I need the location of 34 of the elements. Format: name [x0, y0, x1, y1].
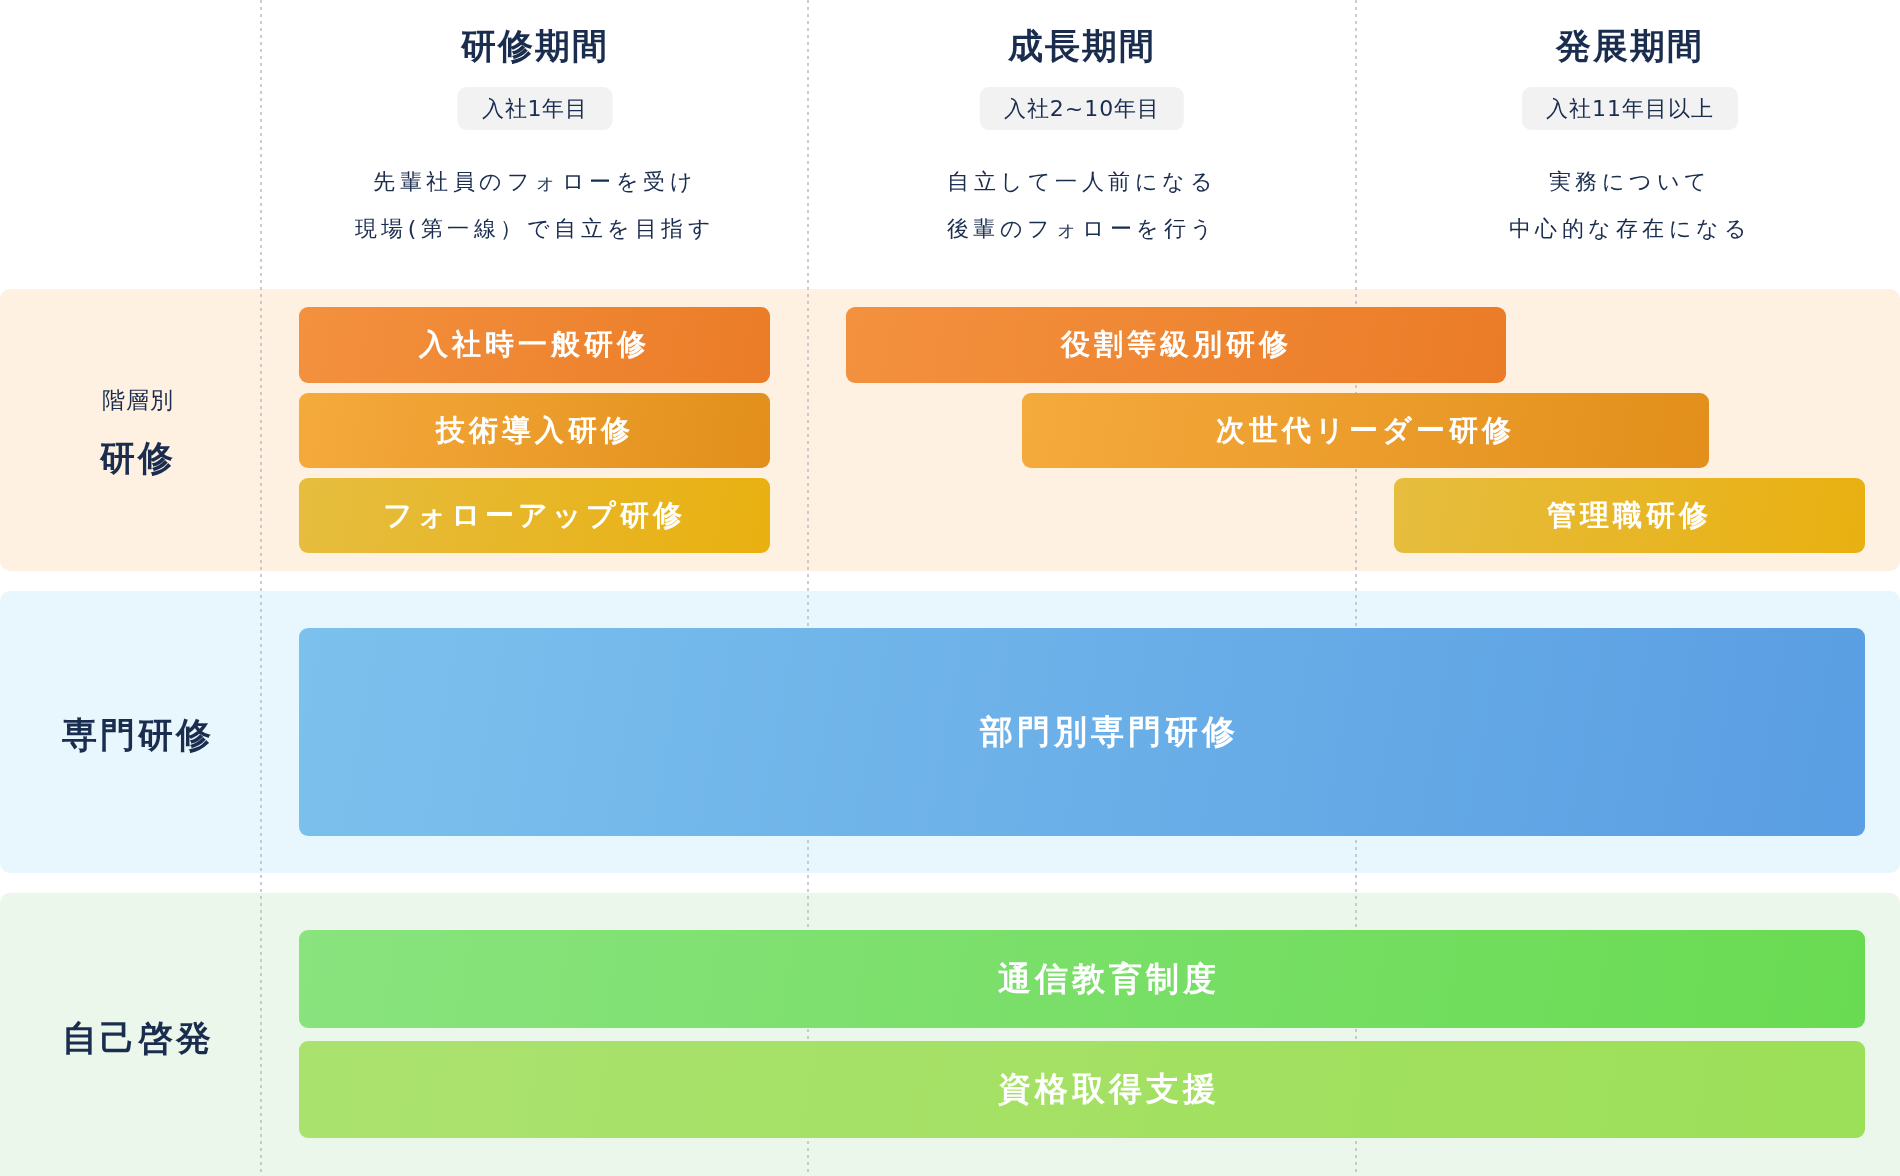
training-name: 役割等級別研修: [1060, 326, 1292, 363]
training-bar: [299, 307, 770, 383]
category-band: [0, 893, 1900, 1176]
category-label: 研修: [100, 437, 176, 480]
training-name: フォローアップ研修: [383, 496, 686, 534]
training-bar: [299, 1041, 1865, 1138]
years-badge: 入社2~10年目: [979, 87, 1185, 130]
training-name: 次世代リーダー研修: [1216, 411, 1515, 449]
period-description: 先輩社員のフォローを受け現場(第一線）で自立を目指す: [354, 168, 716, 243]
years-badge: 入社1年目: [457, 87, 613, 130]
category-label: 階層別: [102, 386, 174, 415]
training-bar: [299, 478, 770, 553]
training-bar: [299, 930, 1865, 1028]
training-bar: [299, 393, 770, 468]
training-name: 入社時一般研修: [419, 326, 650, 363]
training-bar: [846, 307, 1506, 383]
training-name: 管理職研修: [1547, 496, 1712, 534]
period-title: 成長期間: [1008, 25, 1156, 68]
years-badge: 入社11年目以上: [1522, 87, 1738, 130]
training-bar: [1394, 478, 1865, 553]
period-description: 実務について中心的な存在になる: [1508, 168, 1752, 243]
category-band: [0, 591, 1900, 873]
training-name: 技術導入研修: [435, 411, 634, 449]
category-label: 自己啓発: [62, 1017, 214, 1060]
training-name: 資格取得支援: [998, 1068, 1220, 1110]
training-name: 部門別専門研修: [979, 710, 1239, 753]
training-bar: [1022, 393, 1709, 468]
training-name: 通信教育制度: [998, 957, 1220, 1000]
period-title: 発展期間: [1556, 25, 1704, 68]
category-label: 専門研修: [62, 714, 214, 757]
period-title: 研修期間: [461, 25, 609, 68]
period-description: 自立して一人前になる後輩のフォローを行う: [946, 168, 1218, 243]
training-bar: [299, 628, 1865, 836]
category-band: [0, 289, 1900, 571]
